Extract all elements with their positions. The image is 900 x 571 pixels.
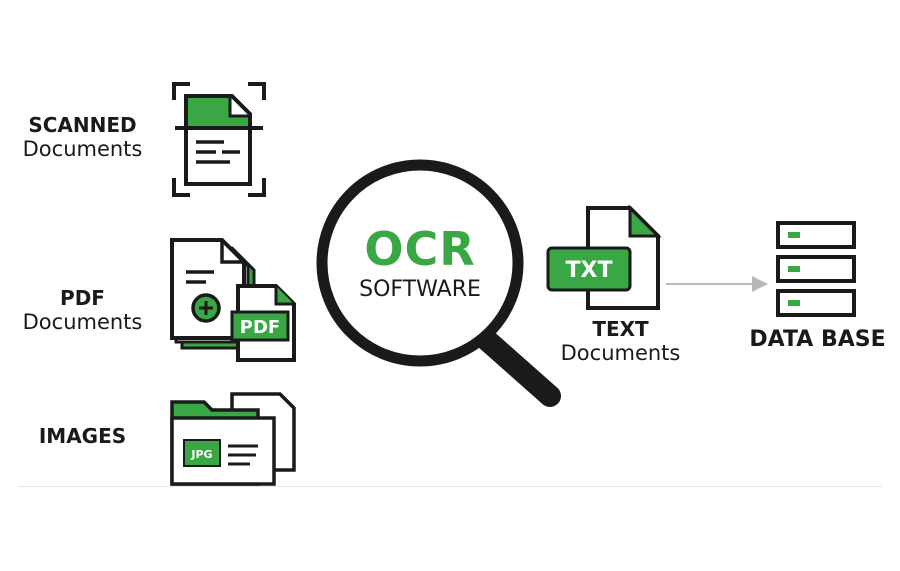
pdf-title: PDF bbox=[60, 286, 105, 310]
images-title: IMAGES bbox=[38, 424, 127, 448]
ocr-subtitle: SOFTWARE bbox=[359, 277, 481, 302]
pdf-documents-icon: PDF bbox=[170, 238, 296, 362]
scanned-documents-label: SCANNED Documents bbox=[10, 113, 155, 162]
txt-document-icon: TXT bbox=[546, 204, 662, 310]
arrow-right-icon bbox=[666, 276, 768, 292]
images-label: IMAGES bbox=[10, 425, 155, 448]
scanned-document-icon bbox=[172, 82, 266, 197]
txt-badge-text: TXT bbox=[566, 258, 613, 283]
scanned-title: SCANNED bbox=[28, 113, 137, 137]
divider-line bbox=[18, 486, 882, 487]
pdf-documents-label: PDF Documents bbox=[10, 286, 155, 335]
images-folder-icon: JPG bbox=[170, 392, 296, 486]
pdf-badge-text: PDF bbox=[240, 317, 280, 338]
text-title: TEXT bbox=[592, 317, 649, 341]
text-documents-label: TEXT Documents bbox=[548, 317, 693, 366]
database-title: DATA BASE bbox=[749, 327, 886, 352]
magnifying-glass-icon bbox=[316, 159, 561, 407]
database-icon bbox=[776, 221, 856, 317]
ocr-title: OCR bbox=[364, 222, 476, 276]
scanned-subtitle: Documents bbox=[22, 137, 143, 161]
text-subtitle: Documents bbox=[560, 341, 681, 365]
jpg-badge-text: JPG bbox=[190, 448, 212, 461]
pdf-subtitle: Documents bbox=[22, 310, 143, 334]
database-label: DATA BASE bbox=[735, 327, 900, 352]
